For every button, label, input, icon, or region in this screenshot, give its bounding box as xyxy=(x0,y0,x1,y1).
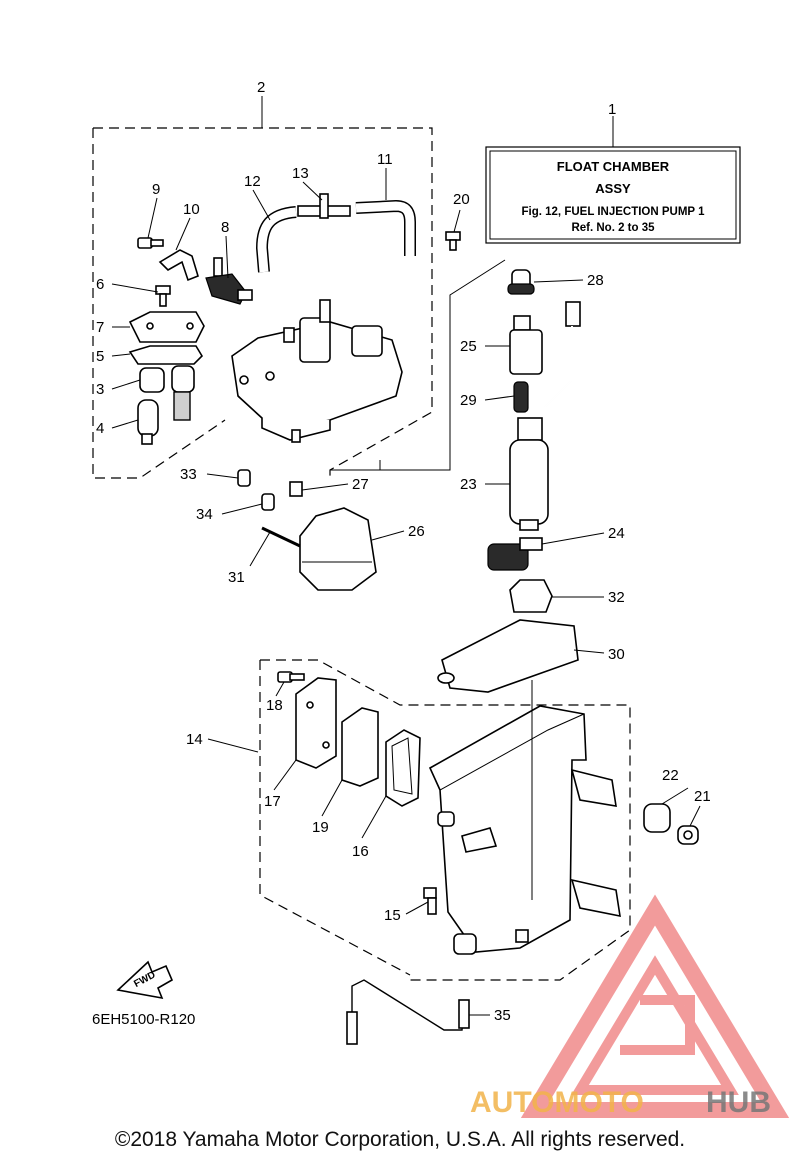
callout-19: 19 xyxy=(312,819,329,836)
part-11-hose xyxy=(355,199,416,256)
part-5-gasket xyxy=(128,345,204,365)
leader-lines xyxy=(111,96,701,1016)
part-26-cover xyxy=(299,507,377,591)
callout-22: 22 xyxy=(662,767,679,784)
callout-30: 30 xyxy=(608,646,625,663)
part-22-grommet xyxy=(643,803,671,833)
watermark-text: AUTOMOTO HUB xyxy=(470,1086,771,1119)
callout-6: 6 xyxy=(96,276,104,293)
callout-9: 9 xyxy=(152,181,160,198)
part-29-seal xyxy=(513,381,529,413)
callout-8: 8 xyxy=(221,219,229,236)
part-18-screw xyxy=(277,671,305,683)
callout-27: 27 xyxy=(352,476,369,493)
callout-14: 14 xyxy=(186,731,203,748)
callout-31: 31 xyxy=(228,569,245,586)
part-7-cover xyxy=(128,311,205,343)
callout-3: 3 xyxy=(96,381,104,398)
assembly-outline-2 xyxy=(92,127,433,479)
fwd-arrow-icon: FWD xyxy=(116,960,174,1000)
callout-13: 13 xyxy=(292,165,309,182)
callout-12: 12 xyxy=(244,173,261,190)
part-9-screw xyxy=(137,237,164,249)
part-6-bolt xyxy=(155,285,171,307)
info-box: FLOAT CHAMBER ASSY Fig. 12, FUEL INJECTI… xyxy=(485,146,741,244)
part-27-plug xyxy=(289,481,303,497)
part-32-bracket xyxy=(509,579,553,613)
callout-5: 5 xyxy=(96,348,104,365)
part-16-seal xyxy=(385,729,421,807)
callout-numbers: 1 2 3 4 5 6 7 8 9 10 11 12 13 14 15 16 1… xyxy=(96,79,711,1024)
watermark-logo xyxy=(520,894,790,1118)
callout-34: 34 xyxy=(196,506,213,523)
callout-7: 7 xyxy=(96,319,104,336)
assembly-outline-14 xyxy=(259,659,631,981)
part-21-collar xyxy=(677,825,699,845)
callout-32: 32 xyxy=(608,589,625,606)
callout-10: 10 xyxy=(183,201,200,218)
callout-35: 35 xyxy=(494,1007,511,1024)
part-14-chamber xyxy=(428,680,621,955)
callout-33: 33 xyxy=(180,466,197,483)
part-13-joint xyxy=(297,193,351,219)
watermark-text-primary: AUTOMOTO xyxy=(470,1086,644,1119)
part-4-needle xyxy=(137,399,159,445)
copyright-notice: ©2018 Yamaha Motor Corporation, U.S.A. A… xyxy=(114,1128,686,1151)
callout-1: 1 xyxy=(608,101,616,118)
callout-25: 25 xyxy=(460,338,477,355)
part-30-gasket xyxy=(437,619,579,693)
callout-18: 18 xyxy=(266,697,283,714)
info-box-ref-range: Ref. No. 2 to 35 xyxy=(571,222,655,234)
part-25-filter xyxy=(509,315,543,375)
callout-23: 23 xyxy=(460,476,477,493)
part-8-regulator xyxy=(205,257,253,305)
callout-29: 29 xyxy=(460,392,477,409)
part-2-chamber-body xyxy=(231,299,403,443)
callout-24: 24 xyxy=(608,525,625,542)
part-12-hose xyxy=(255,206,297,273)
part-19-gasket xyxy=(341,707,379,787)
callout-16: 16 xyxy=(352,843,369,860)
part-31-pin xyxy=(261,526,301,548)
pump-outline xyxy=(330,259,506,471)
callout-26: 26 xyxy=(408,523,425,540)
info-box-figure-ref: Fig. 12, FUEL INJECTION PUMP 1 xyxy=(522,206,706,218)
callout-15: 15 xyxy=(384,907,401,924)
part-15-screw xyxy=(423,887,437,915)
part-10-clamp xyxy=(158,249,199,282)
wire-harness xyxy=(537,301,581,421)
part-34-screw xyxy=(261,493,275,511)
callout-11: 11 xyxy=(377,151,393,168)
part-20-screw xyxy=(445,231,461,251)
callout-4: 4 xyxy=(96,420,104,437)
part-33-screw xyxy=(237,469,251,487)
part-28-cap xyxy=(507,269,535,295)
callout-28: 28 xyxy=(587,272,604,289)
part-23-fuel-pump xyxy=(509,417,549,531)
watermark-text-secondary: HUB xyxy=(706,1086,771,1119)
info-box-subtitle: ASSY xyxy=(595,181,631,196)
callout-20: 20 xyxy=(453,191,470,208)
part-17-plate xyxy=(295,677,337,769)
part-35-hose xyxy=(346,979,470,1045)
callout-21: 21 xyxy=(694,788,711,805)
callout-17: 17 xyxy=(264,793,281,810)
diagram-code: 6EH5100-R120 xyxy=(92,1011,195,1028)
callout-2: 2 xyxy=(257,79,265,96)
part-24-holder xyxy=(487,537,543,571)
info-box-title: FLOAT CHAMBER xyxy=(557,159,670,174)
